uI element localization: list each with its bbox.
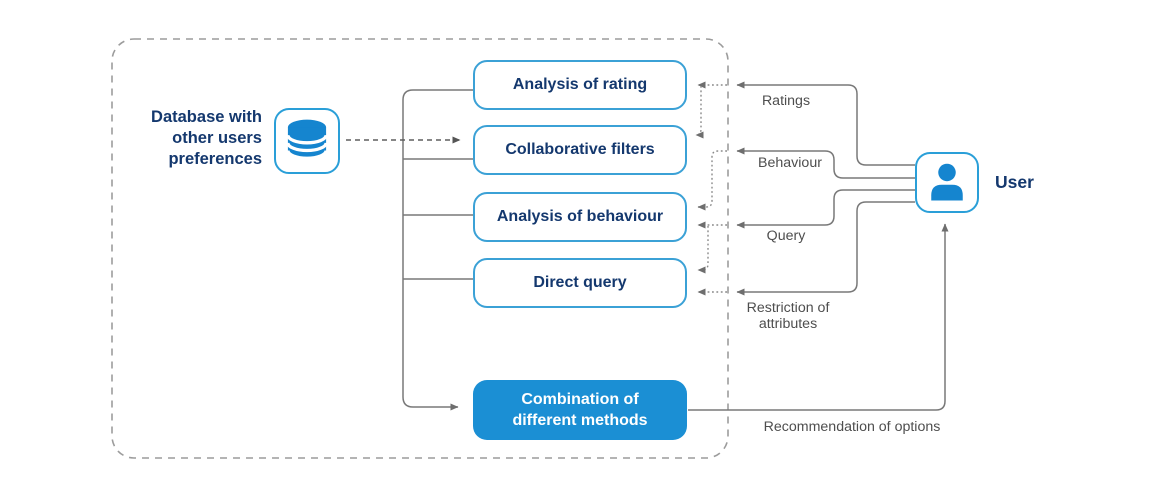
- box-analysis-of-behaviour-label: Analysis of behaviour: [496, 208, 664, 225]
- flow-label-query: Query: [766, 228, 806, 244]
- box-analysis-of-behaviour: Analysis of behaviour: [473, 192, 687, 242]
- flow-label-ratings: Ratings: [761, 93, 811, 109]
- connector-query-to-direct-query: [697, 226, 709, 274]
- connector-recommendation-to-user: [688, 223, 949, 411]
- flow-label-recommendation-of-options: Recommendation of options: [763, 419, 941, 435]
- connector-behaviour-to-analysis-of-behaviour: [697, 150, 727, 211]
- user-label: User: [995, 172, 1034, 192]
- box-collaborative-filters: Collaborative filters: [473, 125, 687, 175]
- connector-user-restriction: [736, 201, 915, 296]
- database-icon: [286, 119, 328, 160]
- database-label: Database with other users preferences: [151, 108, 262, 168]
- connector-user-behaviour: [736, 147, 915, 179]
- connector-ratings-to-collaborative: [695, 86, 704, 139]
- box-direct-query: Direct query: [473, 258, 687, 308]
- database-tile: [274, 108, 340, 174]
- user-icon: [931, 163, 963, 201]
- box-combination-label: Combination of different methods: [512, 391, 648, 429]
- flow-label-behaviour: Behaviour: [758, 155, 822, 171]
- box-analysis-of-rating: Analysis of rating: [473, 60, 687, 110]
- connector-user-query: [736, 189, 915, 229]
- flow-label-restriction-of-attributes: Restriction of attributes: [746, 300, 830, 332]
- box-collaborative-filters-label: Collaborative filters: [505, 141, 655, 158]
- box-direct-query-label: Direct query: [533, 274, 627, 291]
- system-boundary-dashed-border: [111, 38, 729, 459]
- connector-methods-to-combination: [402, 89, 473, 411]
- user-tile: [915, 152, 979, 213]
- connector-user-ratings: [736, 81, 915, 166]
- box-combination-of-methods: Combination of different methods: [473, 380, 687, 440]
- box-analysis-of-rating-label: Analysis of rating: [512, 76, 648, 93]
